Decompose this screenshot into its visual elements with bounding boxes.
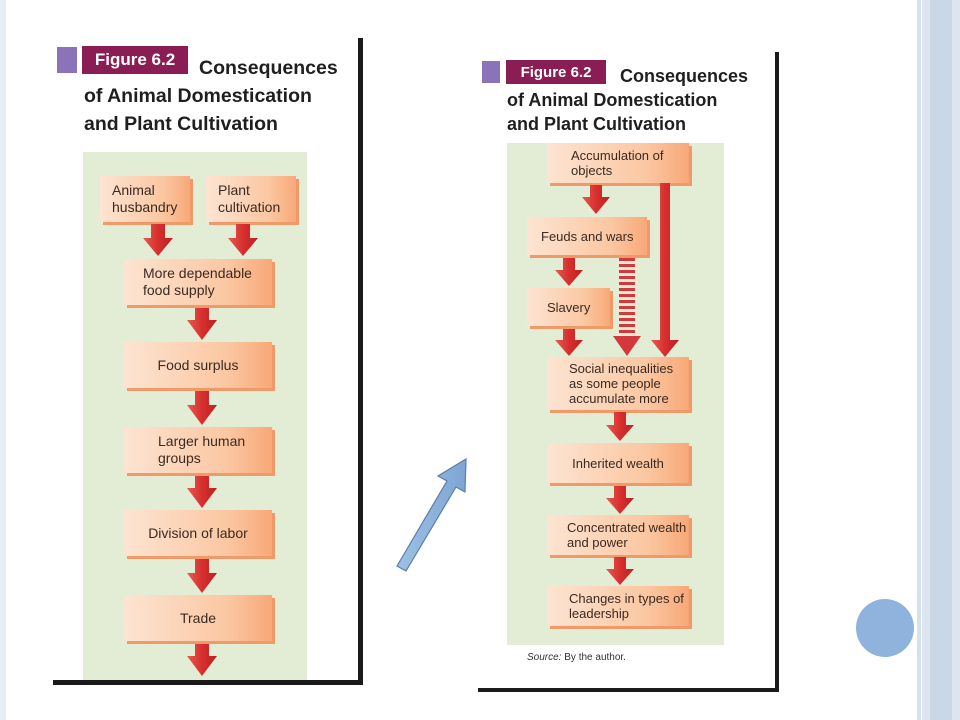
left-edge-stripe	[0, 0, 6, 720]
right-figure-frame-right	[775, 52, 779, 692]
box-changes-leadership: Changes in types of leadership	[547, 586, 689, 626]
box-food-supply: More dependable food supply	[124, 259, 272, 305]
pointer-arrow-icon	[396, 457, 467, 572]
arrow-down-icon	[187, 308, 217, 340]
box-larger-groups: Larger human groups	[124, 427, 272, 473]
right-figure-label: Figure 6.2	[506, 60, 606, 84]
arrow-down-icon	[228, 224, 258, 256]
arrow-down-icon	[187, 476, 217, 508]
box-inherited-wealth: Inherited wealth	[547, 443, 689, 483]
arrow-down-icon	[187, 559, 217, 593]
arrow-down-icon	[582, 185, 610, 214]
arrow-down-icon	[187, 391, 217, 425]
left-figure-frame-right	[358, 38, 363, 685]
left-figure-label: Figure 6.2	[82, 46, 188, 74]
right-figure-title-line-3: and Plant Cultivation	[507, 114, 687, 134]
right-figure-title-line-2: of Animal Domestication	[507, 90, 718, 110]
left-figure-title-line-3: and Plant Cultivation	[84, 113, 278, 135]
source-note: Source: By the author.	[527, 652, 626, 663]
side-border-stripe	[917, 0, 921, 720]
arrow-down-icon	[555, 329, 583, 356]
source-label: Source:	[527, 652, 562, 663]
box-social-inequalities: Social inequalities as some people accum…	[547, 357, 689, 410]
box-division-labor: Division of labor	[124, 510, 272, 556]
long-arrow-down-icon	[651, 183, 679, 357]
box-trade: Trade	[124, 595, 272, 641]
source-text: By the author.	[564, 652, 626, 663]
left-figure-title-line-1: Consequences	[199, 57, 338, 79]
left-figure-marker	[57, 47, 77, 73]
box-feuds-wars: Feuds and wars	[527, 217, 647, 255]
left-figure-frame-bottom	[53, 680, 363, 685]
left-figure-title-line-2: of Animal Domestication	[84, 85, 312, 107]
box-plant-cultivation: Plant cultivation	[206, 176, 296, 222]
right-figure-title-line-1: Consequences	[620, 66, 749, 86]
right-figure-frame-bottom	[478, 688, 779, 692]
decorative-circle-icon	[856, 599, 914, 657]
arrow-down-icon	[187, 644, 217, 676]
dashed-arrow-icon	[613, 258, 641, 356]
left-diagram-panel	[83, 152, 307, 680]
box-concentrated-wealth: Concentrated wealth and power	[547, 515, 689, 555]
box-accumulation: Accumulation of objects	[547, 143, 689, 183]
box-slavery: Slavery	[527, 288, 610, 326]
box-food-surplus: Food surplus	[124, 342, 272, 388]
side-panel-inner-stripe	[930, 0, 952, 720]
arrow-down-icon	[606, 557, 634, 585]
arrow-down-icon	[555, 258, 583, 286]
box-animal-husbandry: Animal husbandry	[100, 176, 190, 222]
right-figure-marker	[482, 61, 500, 83]
arrow-down-icon	[606, 486, 634, 514]
arrow-down-icon	[606, 412, 634, 441]
arrow-down-icon	[143, 224, 173, 256]
